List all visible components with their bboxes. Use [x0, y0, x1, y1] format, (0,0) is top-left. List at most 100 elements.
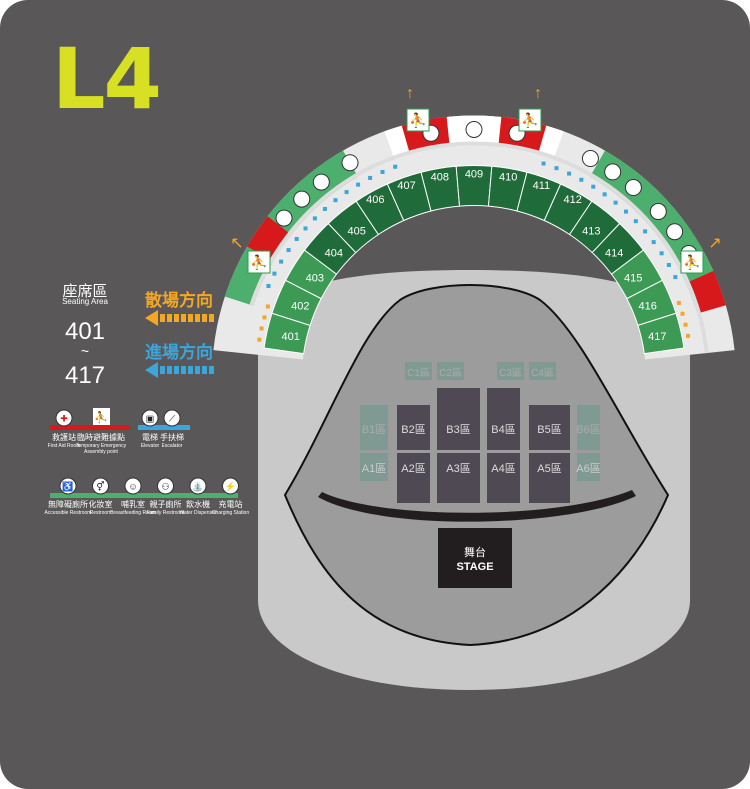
section-label-409: 409	[465, 169, 483, 181]
facility-icon	[624, 179, 642, 197]
enter-arrow-icon-dash	[209, 366, 214, 374]
facility-icon	[604, 163, 622, 181]
exit-arrow-icon: ↖	[230, 235, 243, 252]
enter-direction-dot	[266, 283, 271, 288]
floor-block-C4區	[529, 362, 556, 380]
enter-arrow-icon-dash	[181, 366, 186, 374]
enter-arrow-icon	[145, 362, 158, 378]
section-label-408: 408	[431, 171, 449, 183]
exit-direction-dot	[680, 311, 685, 316]
enter-arrow-icon-dash	[160, 366, 165, 374]
enter-direction-label: 進場方向	[145, 343, 213, 362]
legend-label-zh: 哺乳室	[121, 500, 145, 509]
first-aid-zone	[247, 216, 289, 260]
exit-arrow-icon-dash	[174, 314, 179, 322]
section-label-403: 403	[306, 273, 324, 285]
baby-icon	[124, 477, 142, 495]
assembly-point-icon	[247, 250, 271, 274]
floor-block-B3區	[437, 388, 480, 450]
range-sep: ~	[80, 343, 90, 359]
level-label: L4	[52, 30, 162, 128]
legend-label-zh: 飲水機	[186, 500, 210, 509]
exit-arrow-icon-dash	[167, 314, 172, 322]
section-label-412: 412	[564, 194, 582, 206]
assembly-point-glyph: ⛹	[94, 410, 108, 424]
legend-label-en: Restroom	[89, 510, 112, 516]
charging-icon-glyph: ⚡	[225, 481, 236, 493]
legend-label-zh: 化妝室	[88, 500, 113, 509]
facility-bar	[50, 493, 238, 498]
floor-label-C4區: C4區	[531, 367, 554, 379]
assembly-point-glyph: ⛹	[683, 253, 700, 271]
legend-label-zh: 充電站	[218, 500, 243, 509]
floor-label-A4區: A4區	[491, 462, 515, 475]
section-label-417: 417	[648, 331, 666, 343]
enter-direction-dot	[272, 271, 277, 276]
elevator-icon-glyph: ▣	[146, 414, 155, 424]
entrance-zone-far-right	[689, 270, 726, 313]
floor-label-A3區: A3區	[446, 462, 470, 475]
baby-icon-glyph: ☺	[128, 482, 137, 492]
section-label-416: 416	[639, 301, 657, 313]
floor-label-B1區: B1區	[362, 423, 386, 436]
section-label-407: 407	[397, 180, 415, 192]
restroom-icon-glyph: ⚥	[96, 481, 104, 492]
exit-arrow-icon-dash	[181, 314, 186, 322]
floor-block-B6區	[577, 405, 600, 450]
accessible-icon-glyph: ♿	[62, 481, 73, 492]
floor-block-A6區	[577, 453, 600, 481]
exit-arrow-icon-dash	[160, 314, 165, 322]
enter-direction-dot	[579, 177, 584, 182]
facility-icon	[581, 150, 599, 168]
elevator-icon	[141, 409, 159, 427]
range-to: 417	[64, 362, 106, 389]
enter-direction-dot	[344, 190, 349, 195]
section-label-406: 406	[366, 194, 384, 206]
exit-direction-dot	[265, 304, 270, 309]
exit-direction-label: 散場方向	[145, 291, 213, 310]
legend-label-en: Breastfeeding Room	[110, 510, 156, 516]
exit-direction-dot	[259, 326, 264, 331]
enter-direction-dot	[651, 240, 656, 245]
floor-block-B4區	[487, 388, 520, 450]
enter-direction-dot	[624, 209, 629, 214]
section-label-415: 415	[624, 273, 642, 285]
floor-label-B2區: B2區	[401, 423, 425, 436]
enter-direction-dot	[303, 226, 308, 231]
legend-label-en: Charging Station	[211, 510, 250, 516]
enter-direction-dot	[591, 184, 596, 189]
enter-direction-dot	[393, 164, 398, 169]
section-417	[637, 312, 685, 355]
legend-label-zh: 臨時避難據點	[77, 433, 125, 442]
exit-arrow-icon	[145, 310, 158, 326]
enter-direction-dot	[643, 229, 648, 234]
legend-label-zh: 無障礙廁所	[48, 500, 88, 509]
floor-label-B3區: B3區	[446, 423, 470, 436]
stage	[438, 528, 512, 588]
exit-direction-dot	[683, 322, 688, 327]
enter-direction-dot	[602, 192, 607, 197]
seating-title: 座席區	[62, 283, 108, 300]
exit-direction-dot	[676, 300, 681, 305]
floor-label-A2區: A2區	[401, 462, 425, 475]
first-aid-icon	[55, 409, 73, 427]
family-icon-glyph: ⚇	[161, 482, 169, 492]
floor-label-A6區: A6區	[576, 462, 600, 475]
floor-label-B4區: B4區	[491, 423, 515, 436]
floor-block-C2區	[437, 362, 464, 380]
section-label-414: 414	[605, 247, 623, 259]
stage-label-en: STAGE	[456, 561, 493, 573]
floor-label-C2區: C2區	[439, 367, 462, 379]
floor-label-C1區: C1區	[407, 367, 430, 379]
floor-label-B6區: B6區	[576, 423, 600, 436]
enter-direction-dot	[356, 182, 361, 187]
range-from: 401	[64, 318, 106, 345]
section-label-402: 402	[291, 301, 309, 313]
floor-block-A4區	[487, 453, 520, 503]
